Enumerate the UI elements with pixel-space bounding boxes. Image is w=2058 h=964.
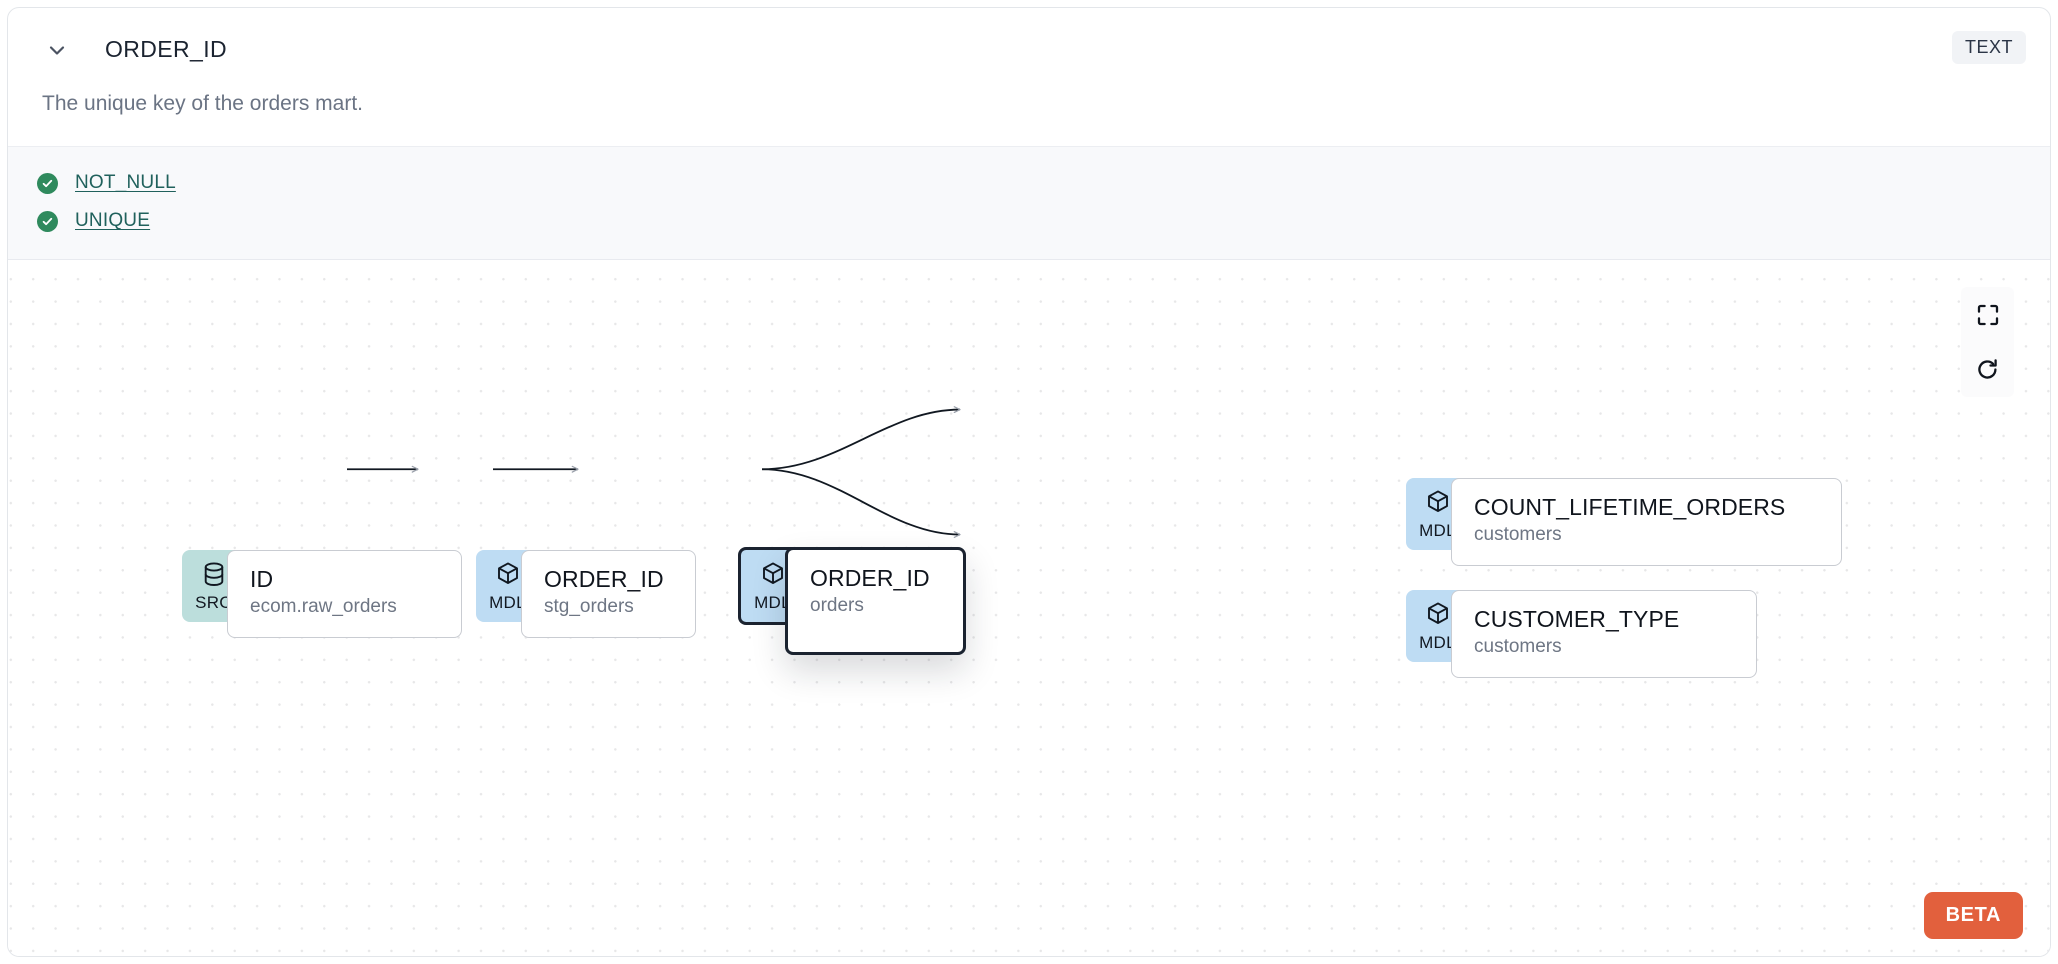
database-icon (201, 561, 227, 593)
refresh-icon (1978, 359, 1997, 379)
lineage-node-mdl-count-lifetime-orders[interactable]: MDL COUNT_LIFETIME_ORDERS customers (1406, 478, 1842, 586)
test-row: UNIQUE (8, 202, 2050, 240)
check-circle-icon (37, 172, 58, 194)
node-subtitle: ecom.raw_orders (250, 596, 397, 618)
node-body[interactable]: CUSTOMER_TYPE customers (1451, 590, 1757, 679)
node-body[interactable]: COUNT_LIFETIME_ORDERS customers (1451, 478, 1842, 567)
card-header: ORDER_ID TEXT (8, 8, 2050, 91)
canvas-controls (1961, 287, 2014, 398)
test-link-not-null[interactable]: NOT_NULL (75, 172, 176, 194)
lineage-canvas[interactable]: SRC ID ecom.raw_orders (8, 260, 2050, 956)
beta-badge[interactable]: BETA (1923, 892, 2023, 939)
node-subtitle: customers (1474, 524, 1562, 546)
reset-button[interactable] (1961, 342, 2014, 397)
node-subtitle: stg_orders (544, 596, 634, 618)
fit-view-button[interactable] (1961, 287, 2014, 342)
lineage-node-mdl-customer-type[interactable]: MDL CUSTOMER_TYPE customers (1406, 590, 1757, 698)
cube-icon (1425, 489, 1451, 521)
node-body[interactable]: ORDER_ID stg_orders (521, 550, 696, 639)
test-link-unique[interactable]: UNIQUE (75, 210, 151, 232)
check-circle-icon (37, 210, 58, 232)
fullscreen-icon (1977, 304, 1998, 325)
node-badge-label: MDL (754, 593, 791, 613)
node-name: ORDER_ID (810, 565, 930, 592)
node-body[interactable]: ID ecom.raw_orders (227, 550, 462, 639)
node-name: CUSTOMER_TYPE (1474, 606, 1680, 633)
node-badge-label: MDL (1419, 633, 1456, 653)
column-detail-card: ORDER_ID TEXT The unique key of the orde… (7, 7, 2051, 957)
node-badge-label: SRC (195, 593, 232, 613)
edge-orders-to-count-lifetime (761, 406, 961, 471)
node-body[interactable]: ORDER_ID orders (785, 547, 966, 656)
test-row: NOT_NULL (8, 164, 2050, 202)
lineage-node-mdl-stg-orders[interactable]: MDL ORDER_ID stg_orders (476, 550, 696, 658)
node-subtitle: orders (810, 595, 864, 617)
node-badge-label: MDL (489, 593, 526, 613)
node-name: ORDER_ID (544, 566, 664, 593)
cube-icon (1425, 601, 1451, 633)
node-name: COUNT_LIFETIME_ORDERS (1474, 494, 1786, 521)
lineage-node-src-id[interactable]: SRC ID ecom.raw_orders (182, 550, 462, 658)
cube-icon (760, 561, 786, 593)
chevron-down-icon[interactable] (42, 35, 72, 65)
lineage-node-mdl-orders[interactable]: MDL ORDER_ID orders (738, 547, 966, 663)
page-title: ORDER_ID (105, 36, 228, 62)
cube-icon (495, 561, 521, 593)
column-description: The unique key of the orders mart. (42, 92, 363, 115)
data-type-badge: TEXT (1951, 31, 2026, 64)
tests-section: NOT_NULL UNIQUE (8, 146, 2050, 261)
node-name: ID (250, 566, 274, 593)
edge-orders-to-customer-type (761, 468, 961, 539)
node-badge-label: MDL (1419, 521, 1456, 541)
node-subtitle: customers (1474, 636, 1562, 658)
